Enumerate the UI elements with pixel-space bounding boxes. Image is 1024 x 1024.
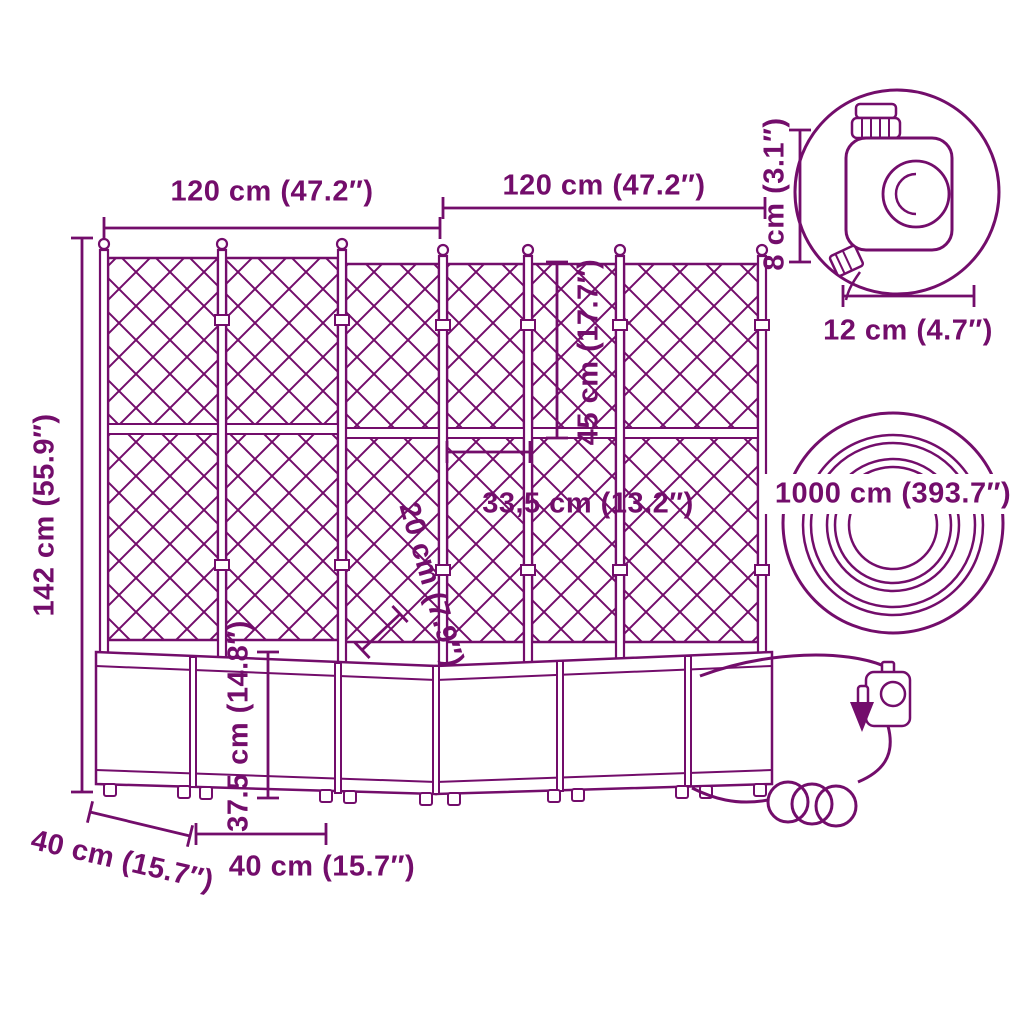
drip-controller bbox=[856, 660, 912, 728]
dim-line-top-right bbox=[441, 197, 767, 219]
irrigation-hose bbox=[691, 653, 892, 828]
down-arrow-icon bbox=[850, 702, 874, 732]
dim-label-panel-width: 33,5 cm (13.2″) bbox=[482, 488, 694, 520]
dim-label-planter-height: 37.5 cm (14.8″) bbox=[223, 620, 255, 832]
dim-line-panel-width bbox=[445, 441, 532, 463]
dim-label-top-left-width: 120 cm (47.2″) bbox=[170, 176, 373, 208]
dim-line-total-height bbox=[71, 236, 93, 794]
dim-label-total-height: 142 cm (55.9″) bbox=[29, 413, 61, 616]
planter-feet bbox=[103, 783, 767, 806]
dim-label-timer-height: 8 cm (3.1″) bbox=[759, 117, 791, 270]
dimension-lines bbox=[71, 128, 976, 848]
dim-line-planter-height bbox=[257, 650, 279, 800]
hose-label-backdrop bbox=[760, 474, 1024, 514]
dim-label-top-right-width: 120 cm (47.2″) bbox=[502, 170, 705, 202]
planter-boxes bbox=[94, 650, 774, 806]
dim-label-depth-bottom: 40 cm (15.7″) bbox=[229, 851, 415, 883]
dim-label-hose-length: 1000 cm (393.7″) bbox=[775, 478, 1011, 510]
dim-line-timer-width bbox=[841, 285, 976, 307]
trellis-clips bbox=[214, 314, 770, 576]
hose-coil-detail bbox=[781, 411, 1005, 635]
dim-line-depth-bottom bbox=[194, 823, 328, 845]
water-timer-detail bbox=[793, 88, 1001, 301]
dim-label-timer-width: 12 cm (4.7″) bbox=[823, 315, 993, 347]
dim-line-timer-height bbox=[789, 128, 811, 264]
dim-line-depth-left bbox=[86, 800, 194, 848]
dim-line-top-left bbox=[102, 217, 442, 239]
dim-label-trellis-section-height: 45 cm (17.7″) bbox=[573, 259, 605, 445]
dim-line-trellis-section bbox=[546, 260, 568, 440]
dim-line-inner-depth bbox=[353, 605, 409, 659]
